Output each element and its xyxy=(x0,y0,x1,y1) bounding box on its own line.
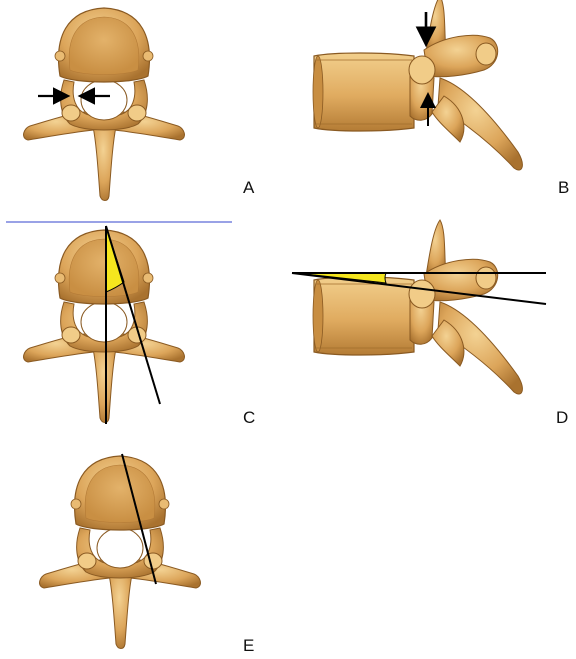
panel-label-b: B xyxy=(558,178,569,198)
panel-e xyxy=(40,454,201,649)
panel-a xyxy=(24,8,185,201)
panel-label-e: E xyxy=(243,636,254,656)
panel-label-d: D xyxy=(556,408,568,428)
vertebra-superior-c xyxy=(24,230,185,423)
vertebra-lateral-b xyxy=(313,0,522,170)
panel-d xyxy=(292,220,546,394)
vertebra-superior-e xyxy=(40,456,201,649)
panel-c xyxy=(6,222,232,424)
vertebra-superior-a xyxy=(24,8,185,201)
panel-b xyxy=(313,0,522,170)
panel-label-c: C xyxy=(243,408,255,428)
panel-label-a: A xyxy=(243,178,254,198)
vertebra-lateral-d xyxy=(313,220,522,394)
